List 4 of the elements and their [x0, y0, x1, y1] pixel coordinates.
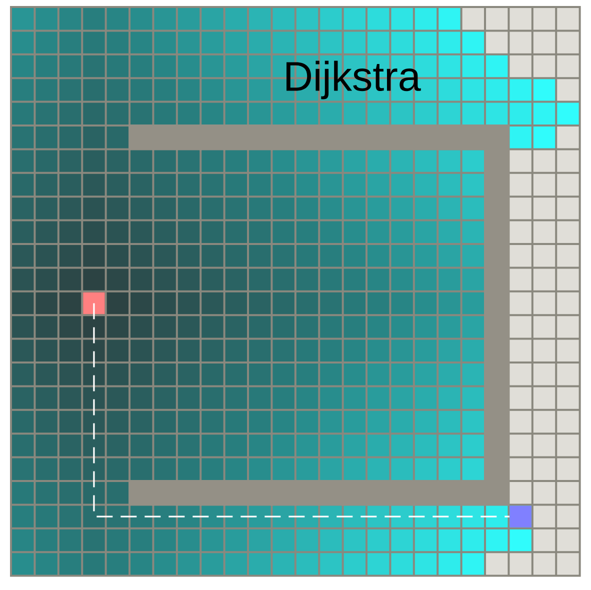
goal-cell	[510, 506, 532, 528]
title: Dijkstra	[286, 60, 421, 100]
start-cell	[83, 292, 105, 314]
path-line	[93, 303, 510, 518]
